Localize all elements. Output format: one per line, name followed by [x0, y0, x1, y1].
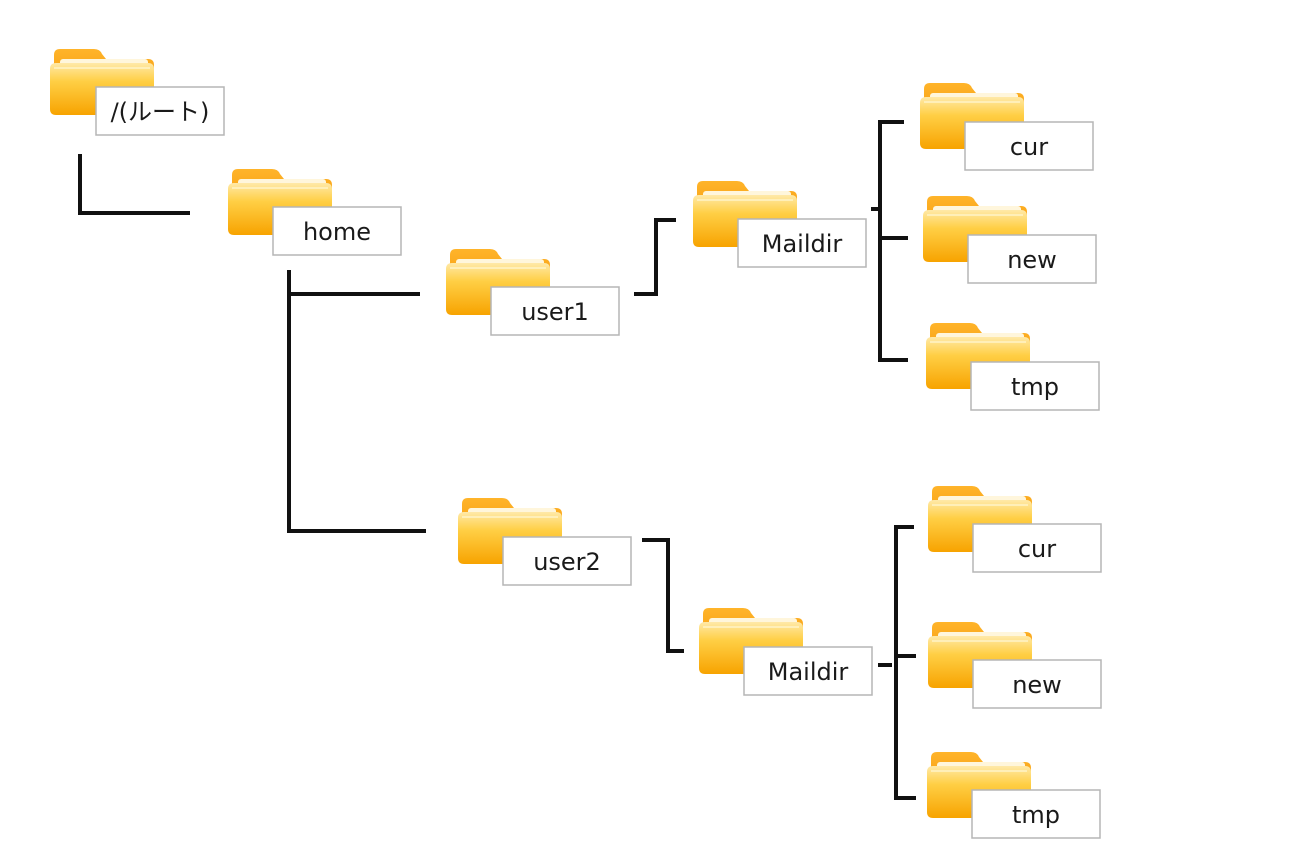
- folder-label-box: [972, 523, 1102, 573]
- folder-user1-maildir[interactable]: Maildir: [692, 180, 867, 268]
- folder-label-box: [970, 361, 1100, 411]
- folder-home[interactable]: home: [227, 168, 402, 256]
- connector-home-users: [287, 270, 426, 533]
- folder-label-box: [95, 86, 225, 136]
- connector-maildir1-subdirs: [871, 120, 908, 362]
- connector-maildir2-subdirs: [878, 525, 916, 800]
- folder-label: tmp: [1012, 801, 1060, 829]
- folder-label: user2: [533, 548, 601, 576]
- connector-user1-maildir: [634, 218, 676, 296]
- folder-label-box: [972, 659, 1102, 709]
- connector-user2-maildir: [642, 538, 684, 653]
- connector-root-home: [78, 154, 190, 215]
- folder-label: cur: [1010, 133, 1048, 161]
- folder-label: new: [1007, 246, 1057, 274]
- folder-user2-maildir[interactable]: Maildir: [698, 607, 873, 696]
- folder-root[interactable]: /(ルート): [49, 48, 225, 136]
- folder-user2-cur[interactable]: cur: [927, 485, 1102, 573]
- folder-label: home: [303, 218, 371, 246]
- folder-label-box: [964, 121, 1094, 171]
- folder-label: Maildir: [768, 658, 849, 686]
- tree-connectors: [78, 120, 916, 800]
- folder-user1-cur[interactable]: cur: [919, 82, 1094, 171]
- folder-label-box: [737, 218, 867, 268]
- folder-label: /(ルート): [111, 98, 210, 126]
- folder-label-box: [743, 646, 873, 696]
- folder-label-box: [502, 536, 632, 586]
- folder-label: tmp: [1011, 373, 1059, 401]
- folder-label: user1: [521, 298, 589, 326]
- folder-label-box: [272, 206, 402, 256]
- folder-user2-tmp[interactable]: tmp: [926, 751, 1101, 839]
- folder-label: new: [1012, 671, 1062, 699]
- folder-user1[interactable]: user1: [445, 248, 620, 336]
- folder-user2-new[interactable]: new: [927, 621, 1102, 709]
- folder-user2[interactable]: user2: [457, 497, 632, 586]
- folder-label: cur: [1018, 535, 1056, 563]
- folder-user1-tmp[interactable]: tmp: [925, 322, 1100, 411]
- folder-label: Maildir: [762, 230, 843, 258]
- folder-label-box: [967, 234, 1097, 284]
- folder-label-box: [490, 286, 620, 336]
- folder-user1-new[interactable]: new: [922, 195, 1097, 284]
- folder-label-box: [971, 789, 1101, 839]
